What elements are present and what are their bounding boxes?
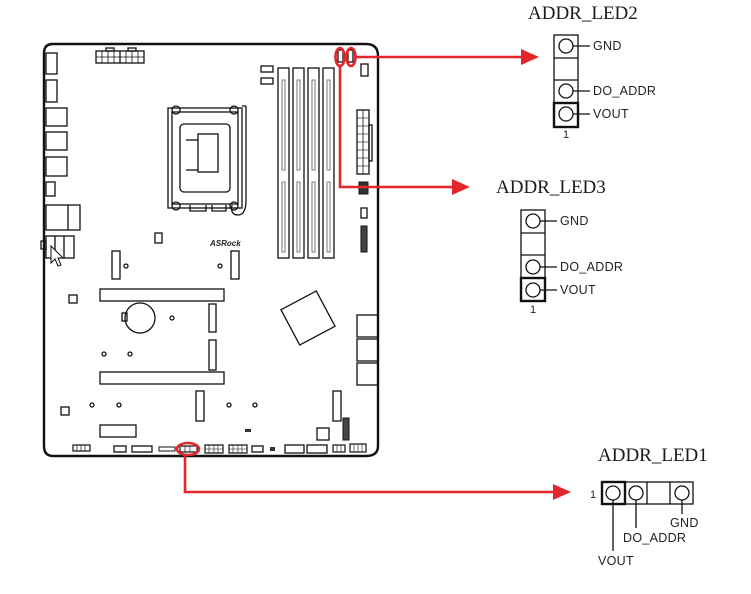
highlight-addr-led2 [345,46,539,68]
m2-slots [111,250,240,422]
board-jumper-2 [60,406,70,416]
mouse-cursor-icon [50,244,65,267]
board-jumper [68,294,78,304]
board-outline [42,42,380,458]
arrow-addr-led2 [521,49,539,65]
board-mid-fan-header [154,232,163,244]
pin-vout [558,106,574,122]
pin-do-addr [558,83,574,99]
pin-label: GND [670,516,699,530]
pin1-marker: 1 [530,304,536,316]
pin-label: VOUT [593,107,629,121]
board-addr-led1-header [179,445,198,453]
board-tiny-header [245,429,251,432]
atx-power-connector [356,109,373,175]
pin-label: VOUT [598,554,634,568]
motherboard: ASRock [40,42,380,458]
arrow-addr-led3 [452,179,470,195]
cpu-socket [167,105,247,216]
highlight-addr-led3 [334,46,470,195]
pin1-marker: 1 [590,489,596,501]
pin-label: DO_ADDR [560,260,623,274]
board-pin-header-strip [360,225,368,253]
pin-label: VOUT [560,283,596,297]
bottom-headers [72,443,367,454]
board-header-lower [342,417,350,441]
board-brand-text: ASRock [209,239,241,248]
mounting-holes [89,351,258,408]
header-title: ADDR_LED2 [528,3,638,24]
chipset [280,290,336,346]
pin-vout [525,282,541,298]
rear-io-ports [40,52,81,259]
highlight-addr-led1 [175,441,571,500]
header-title: ADDR_LED1 [598,445,708,466]
dimm-slots [277,67,335,259]
pcie-slots [99,288,225,385]
board-square-lower [316,427,330,441]
board-m2-lower [332,390,342,422]
pin-gnd [674,485,690,501]
arrow-addr-led1 [553,484,571,500]
board-rect-lower [99,424,137,438]
pin-label: DO_ADDR [623,531,686,545]
pin-label: DO_ADDR [593,84,656,98]
cmos-battery [121,302,175,334]
pinout-addr-led1: ADDR_LED1 1 GND DO_ADDR VOUT [590,445,708,568]
sata-ports [356,314,379,386]
pin-do-addr [628,485,644,501]
pin-gnd [558,38,574,54]
header-title: ADDR_LED3 [496,177,606,198]
pin-vout [605,485,621,501]
board-small-header [360,207,368,219]
pinout-addr-led3: ADDR_LED3 GND DO_ADDR VOUT 1 [496,177,623,316]
pin1-marker: 1 [563,129,569,141]
cpu-power-connector [95,47,145,64]
pin-gnd [525,213,541,229]
fan-headers [260,63,369,85]
pinout-addr-led2: ADDR_LED2 GND DO_ADDR VOUT 1 [528,3,656,141]
pin-do-addr [525,259,541,275]
pin-label: GND [593,39,622,53]
board-addr-led-top-headers [337,49,354,63]
pin-label: GND [560,214,589,228]
